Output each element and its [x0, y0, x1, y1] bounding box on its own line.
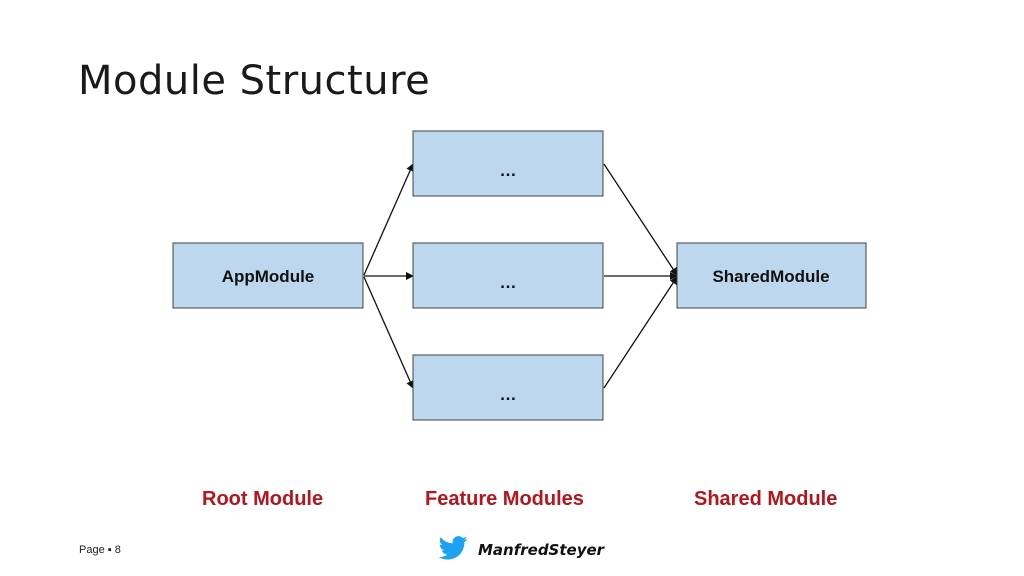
- node-app-module-label: AppModule: [222, 267, 315, 286]
- edge-app-to-feature-top: [363, 163, 414, 276]
- twitter-handle: ManfredSteyer: [478, 541, 605, 559]
- node-feature-middle-label: …: [500, 273, 517, 292]
- connectors: [363, 163, 678, 389]
- edge-app-to-feature-bottom: [363, 276, 414, 389]
- caption-feature-modules: Feature Modules: [425, 488, 584, 510]
- node-feature-bottom-label: …: [500, 385, 517, 404]
- twitter-bird-icon: [438, 535, 468, 565]
- page-label: Page: [79, 544, 105, 556]
- node-app-module: AppModule: [172, 242, 364, 309]
- node-feature-bottom: …: [412, 354, 604, 421]
- edge-feature-bottom-to-shared: [603, 276, 678, 389]
- footer-twitter: ManfredSteyer: [438, 535, 605, 565]
- node-shared-module-label: SharedModule: [712, 267, 829, 286]
- node-shared-module: SharedModule: [676, 242, 867, 309]
- slide-title: Module Structure: [78, 58, 431, 104]
- node-feature-top: …: [412, 130, 604, 197]
- caption-shared-module: Shared Module: [694, 488, 838, 510]
- page-separator: ▪: [107, 544, 112, 556]
- page-number: 8: [114, 544, 121, 556]
- edge-feature-top-to-shared: [603, 163, 678, 276]
- node-feature-top-label: …: [500, 161, 517, 180]
- footer-page-indicator: Page ▪ 8: [79, 544, 121, 556]
- caption-root-module: Root Module: [202, 488, 324, 510]
- node-feature-middle: …: [412, 242, 604, 309]
